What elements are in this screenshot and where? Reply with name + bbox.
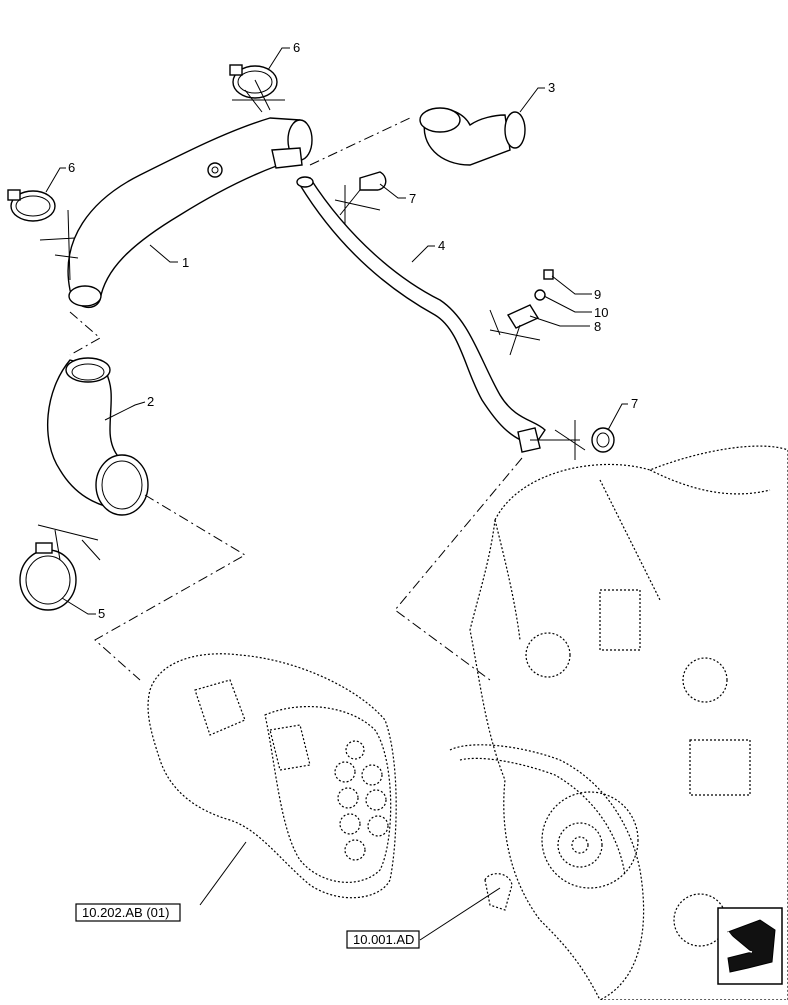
- clamp-7-upper[interactable]: [359, 171, 387, 191]
- callout-1: 1: [182, 255, 189, 270]
- callout-labels: 1 2 3 4 5 6 6 7 7 8 9 10: [68, 40, 638, 621]
- ref-box-left[interactable]: 10.202.AB (01): [75, 903, 181, 922]
- ref-box-right[interactable]: 10.001.AD: [346, 930, 420, 949]
- callout-6-left: 6: [68, 160, 75, 175]
- callout-5: 5: [98, 606, 105, 621]
- bolt-9[interactable]: [543, 269, 554, 280]
- callout-9: 9: [594, 287, 601, 302]
- clamp-5[interactable]: [19, 542, 77, 611]
- turbo-intake-holes: [334, 740, 389, 861]
- washer-10[interactable]: [534, 289, 546, 301]
- ref-left-label: 10.202.AB (01): [82, 905, 169, 920]
- assembly-marks: [37, 79, 586, 561]
- clamp-7-lower[interactable]: [591, 427, 615, 453]
- leader-lines: [45, 47, 628, 941]
- tube-4[interactable]: [296, 176, 546, 453]
- elbow-hose-2[interactable]: [46, 357, 149, 516]
- callout-7-lower: 7: [631, 396, 638, 411]
- callout-10: 10: [594, 305, 608, 320]
- clamp-6-top[interactable]: [229, 64, 278, 99]
- bracket-8[interactable]: [506, 304, 540, 329]
- elbow-3[interactable]: [419, 107, 526, 166]
- arrow-icon[interactable]: [717, 907, 783, 985]
- clamp-6-left[interactable]: [7, 189, 56, 222]
- callout-7-upper: 7: [409, 191, 416, 206]
- callout-3: 3: [548, 80, 555, 95]
- callout-2: 2: [147, 394, 154, 409]
- callout-6-top: 6: [293, 40, 300, 55]
- turbocharger[interactable]: [147, 653, 397, 899]
- connection-lines: [69, 117, 523, 681]
- intake-tube-1[interactable]: [67, 117, 313, 309]
- callout-8: 8: [594, 319, 601, 334]
- ref-right-label: 10.001.AD: [353, 932, 414, 947]
- callout-4: 4: [438, 238, 445, 253]
